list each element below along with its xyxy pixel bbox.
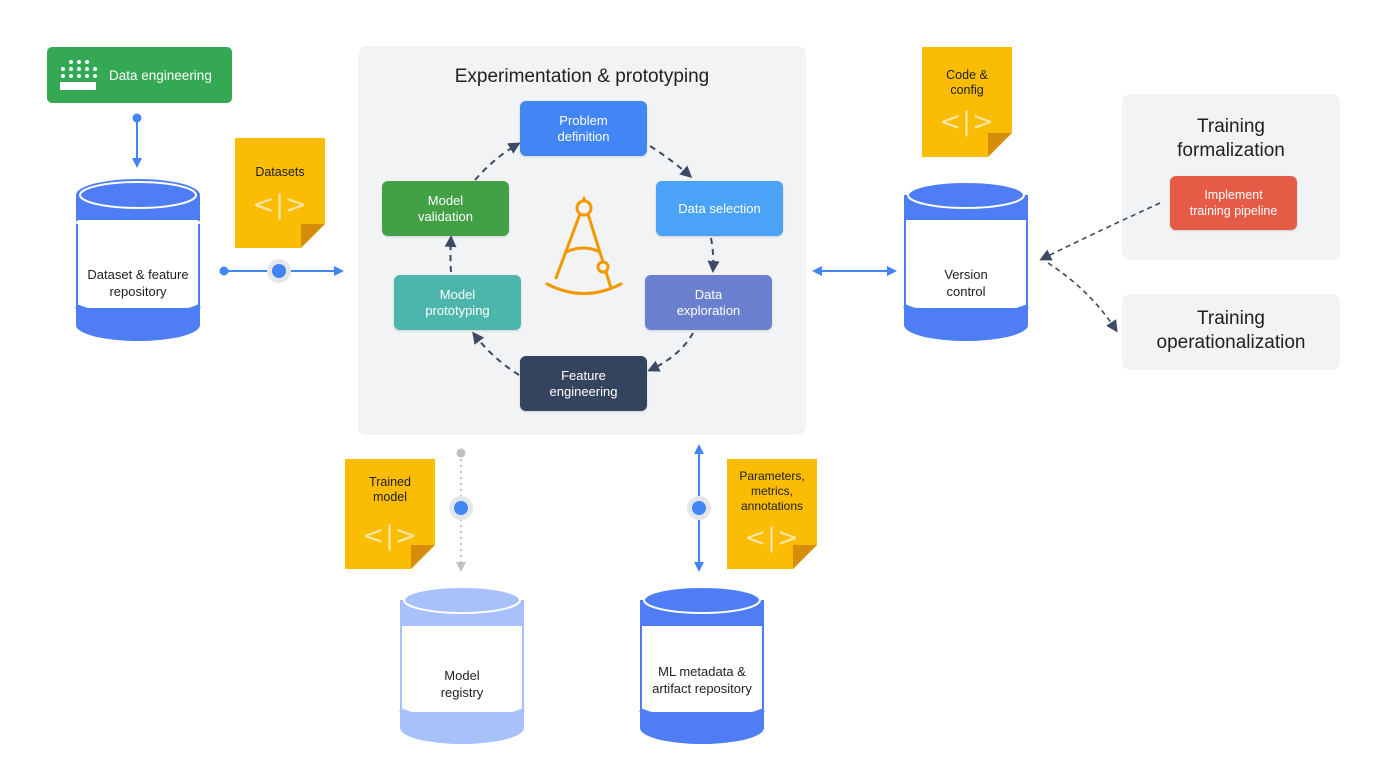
code-icon: <|> [252,190,308,220]
training-arrows [1039,202,1161,333]
parameters-card: Parameters, metrics, annotations <|> [727,459,817,569]
implement-training-pipeline: Implement training pipeline [1170,176,1297,230]
code-config-card: Code & config <|> [922,47,1012,157]
training-operationalization-panel: Training operationalization [1122,294,1340,370]
step-problem-definition: Problem definition [520,101,647,156]
model-registry-database [399,586,525,744]
dataset-repository-database [75,179,201,341]
code-icon: <|> [744,523,800,553]
experimentation-title: Experimentation & prototyping [454,66,710,87]
step-feature-engineering: Feature engineering [520,356,647,411]
ml-metadata-label: ML metadata & artifact repository [652,664,752,696]
data-engineering-box: Data engineering [47,47,232,103]
version-control-label: Version control [944,267,988,299]
step-data-selection: Data selection [656,181,783,236]
training-operationalization-title: Training operationalization [1156,308,1306,353]
model-registry-connector [449,448,473,572]
datasets-connector [219,259,344,283]
trained-model-card: Trained model <|> [345,459,435,569]
datasets-card: Datasets <|> [235,138,325,248]
dataset-repository-label: Dataset & feature repository [87,267,189,299]
trained-model-card-label: Trained model [369,475,411,504]
cycle-arrows [444,142,720,376]
data-engineering-connector [132,113,142,168]
keyboard-grid-icon [60,60,97,90]
code-icon: <|> [362,521,418,551]
step-data-exploration: Data exploration [645,275,772,330]
training-formalization-title: Training formalization [1177,116,1285,161]
datasets-card-label: Datasets [255,165,305,179]
code-config-card-label: Code & config [946,68,988,97]
compass-icon [545,196,623,295]
ml-metadata-connector [687,444,711,572]
step-model-prototyping: Model prototyping [394,275,521,330]
step-model-validation: Model validation [382,181,509,236]
data-engineering-label: Data engineering [109,67,212,83]
version-control-database [903,181,1029,341]
parameters-card-label: Parameters, metrics, annotations [739,469,805,513]
ml-metadata-database [639,586,765,744]
code-icon: <|> [939,107,995,137]
model-registry-label: Model registry [440,668,484,700]
